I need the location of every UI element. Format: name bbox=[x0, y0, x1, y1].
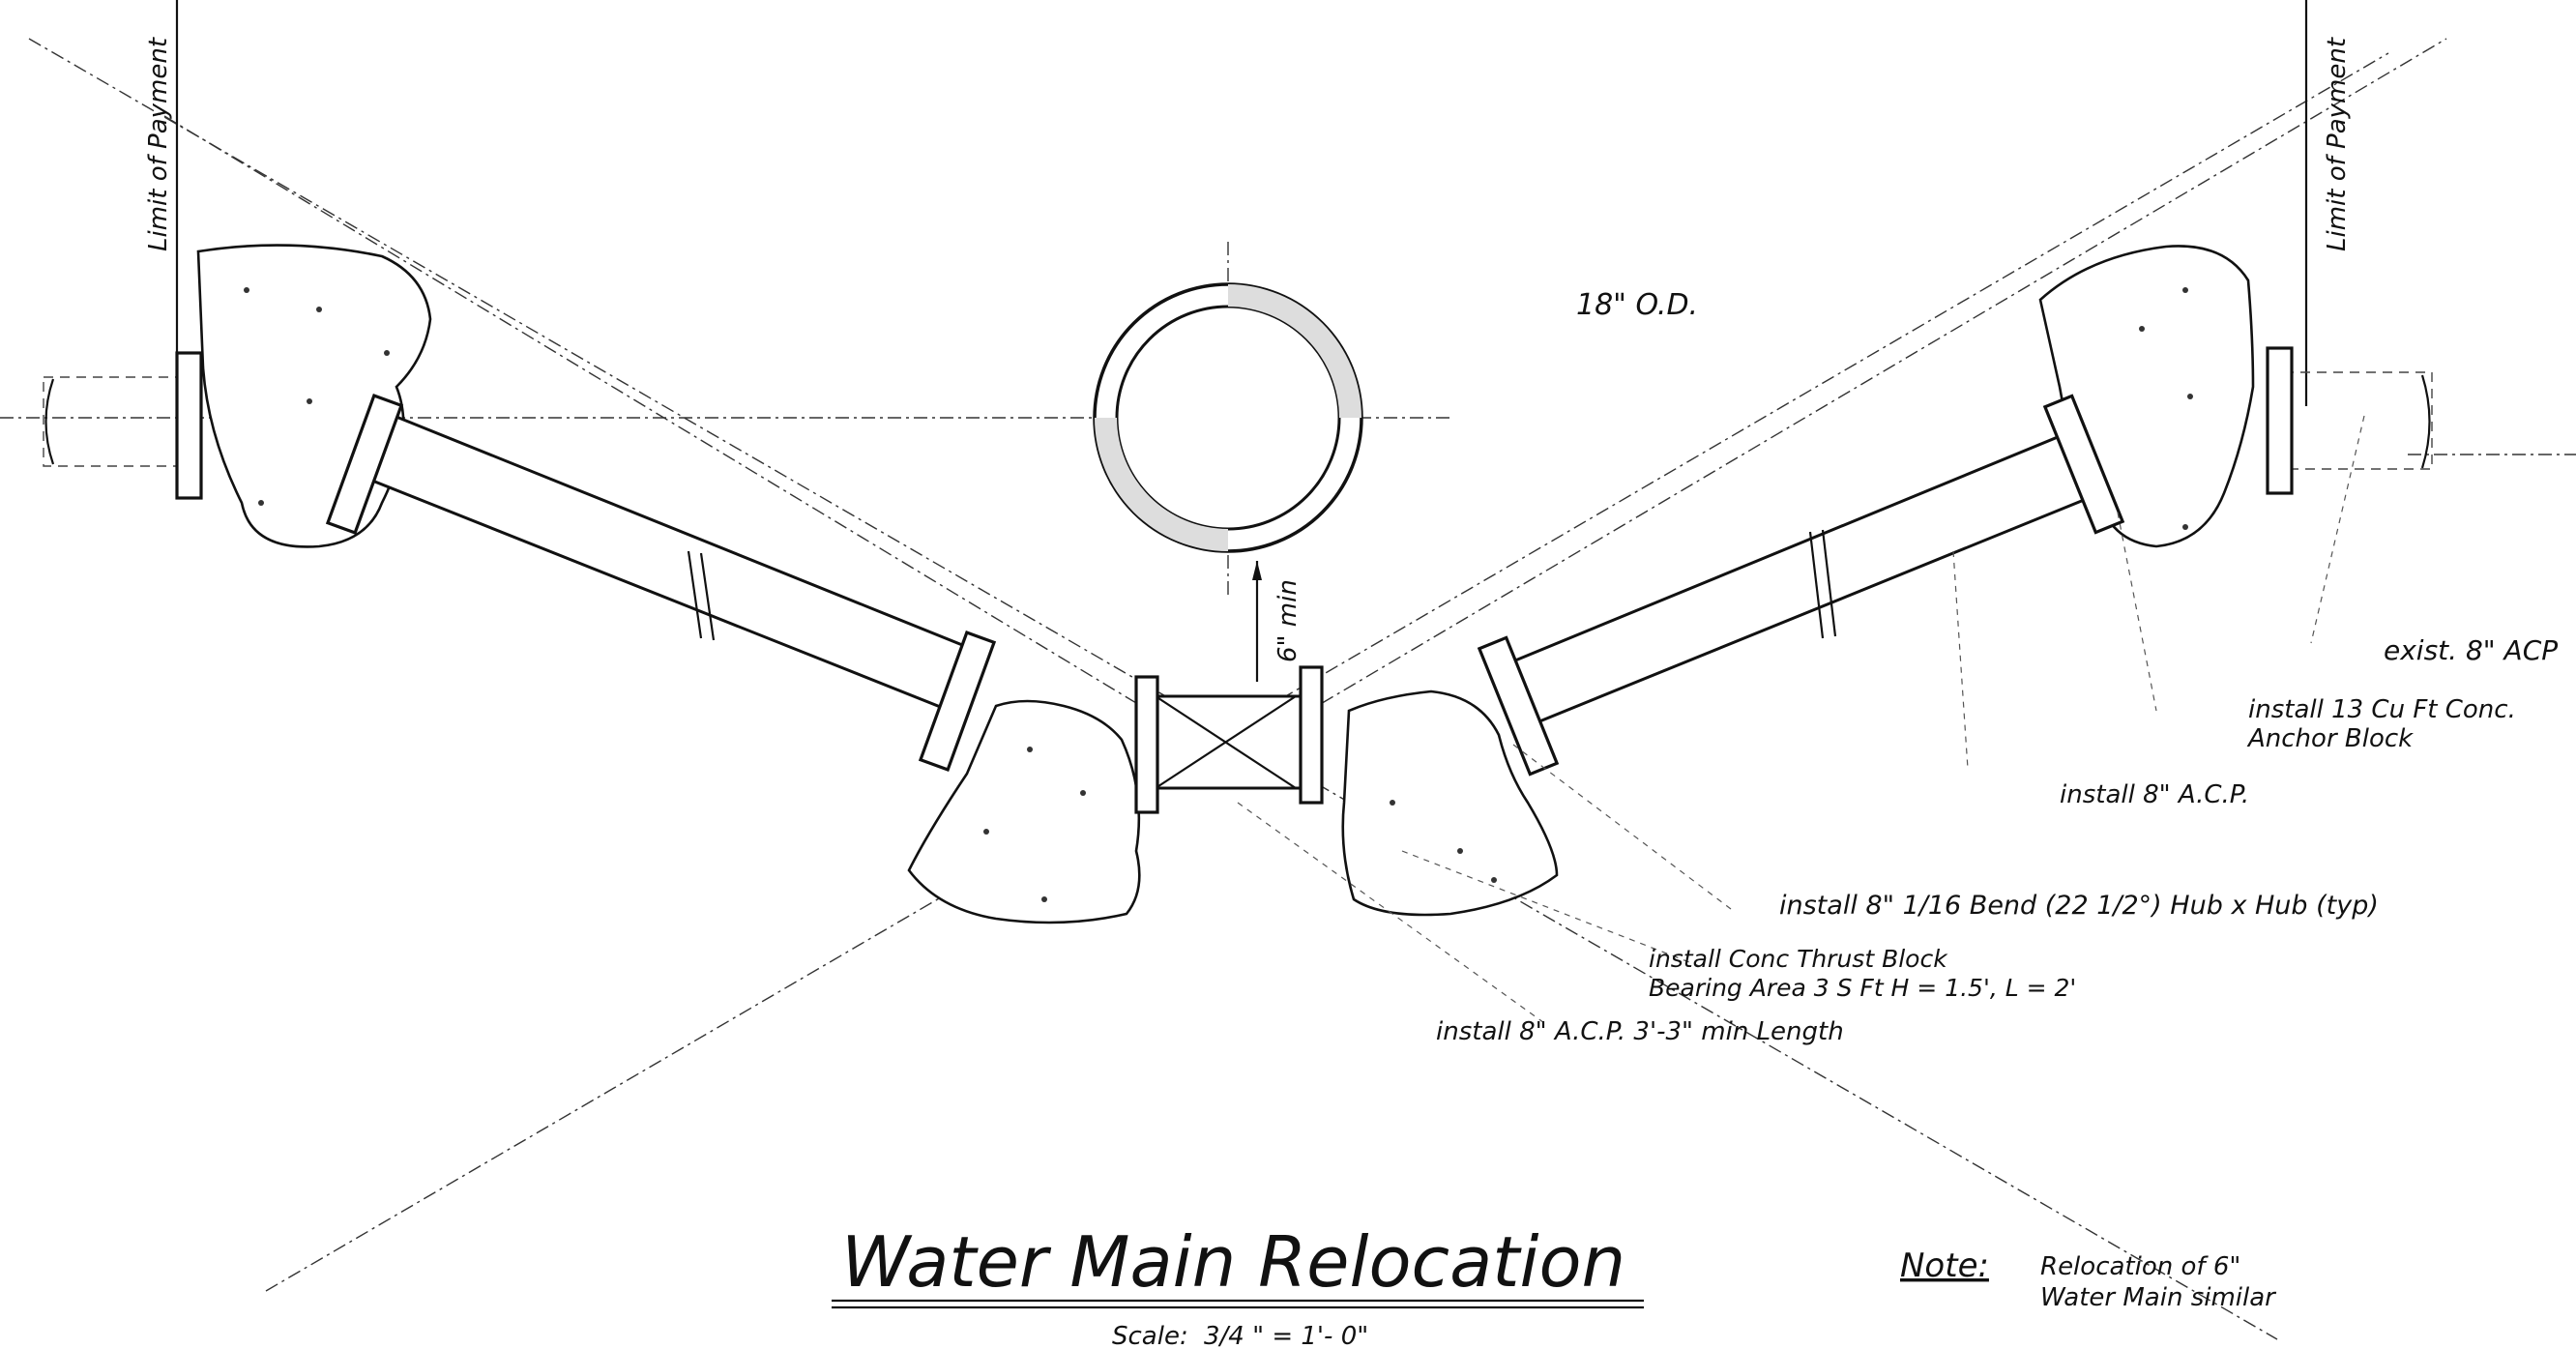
thrust-block-callout-line1: install Conc Thrust Block bbox=[1649, 945, 1948, 973]
construction-lines bbox=[0, 38, 2576, 1340]
scale-fraction: 3/4 bbox=[1204, 1322, 1244, 1349]
anchor-block-callout-line1: install 13 Cu Ft Conc. bbox=[2248, 695, 2516, 724]
limit-of-payment-label-right: Limit of Payment bbox=[2323, 37, 2352, 251]
note-line1: Relocation of 6" bbox=[2040, 1252, 2240, 1281]
scale-label: Scale: 3/4 " = 1'- 0" bbox=[1112, 1322, 1368, 1349]
existing-pipe-left bbox=[43, 376, 185, 467]
acp-length-callout: install 8" A.C.P. 3'-3" min Length bbox=[1436, 1017, 1844, 1046]
clearance-label: 6" min bbox=[1273, 579, 1303, 662]
existing-pipe-callout: exist. 8" ACP bbox=[2384, 634, 2558, 666]
existing-pipe-right bbox=[2267, 371, 2433, 470]
bend-callout: install 8" 1/16 Bend (22 1/2°) Hub x Hub… bbox=[1779, 891, 2379, 921]
note-line2: Water Main similar bbox=[2040, 1283, 2277, 1312]
pipe-fittings bbox=[175, 346, 2294, 814]
pipe-cross-section bbox=[1093, 282, 1363, 682]
scale-prefix: Scale: bbox=[1112, 1322, 1188, 1349]
drawing-title: Water Main Relocation bbox=[841, 1221, 1625, 1303]
anchor-block-callout-line2: Anchor Block bbox=[2246, 724, 2414, 753]
limit-of-payment-lines bbox=[175, 0, 2308, 406]
note-label: Note: bbox=[1900, 1246, 1989, 1285]
thrust-block-callout-line2: Bearing Area 3 S Ft H = 1.5', L = 2' bbox=[1649, 974, 2076, 1002]
limit-of-payment-label-left: Limit of Payment bbox=[144, 37, 173, 251]
install-acp-callout: install 8" A.C.P. bbox=[2060, 780, 2249, 809]
leader-lines bbox=[1237, 415, 2365, 1026]
concrete-blocks bbox=[196, 244, 2255, 924]
pipe-od-label: 18" O.D. bbox=[1576, 288, 1698, 322]
scale-rest: " = 1'- 0" bbox=[1252, 1322, 1368, 1349]
